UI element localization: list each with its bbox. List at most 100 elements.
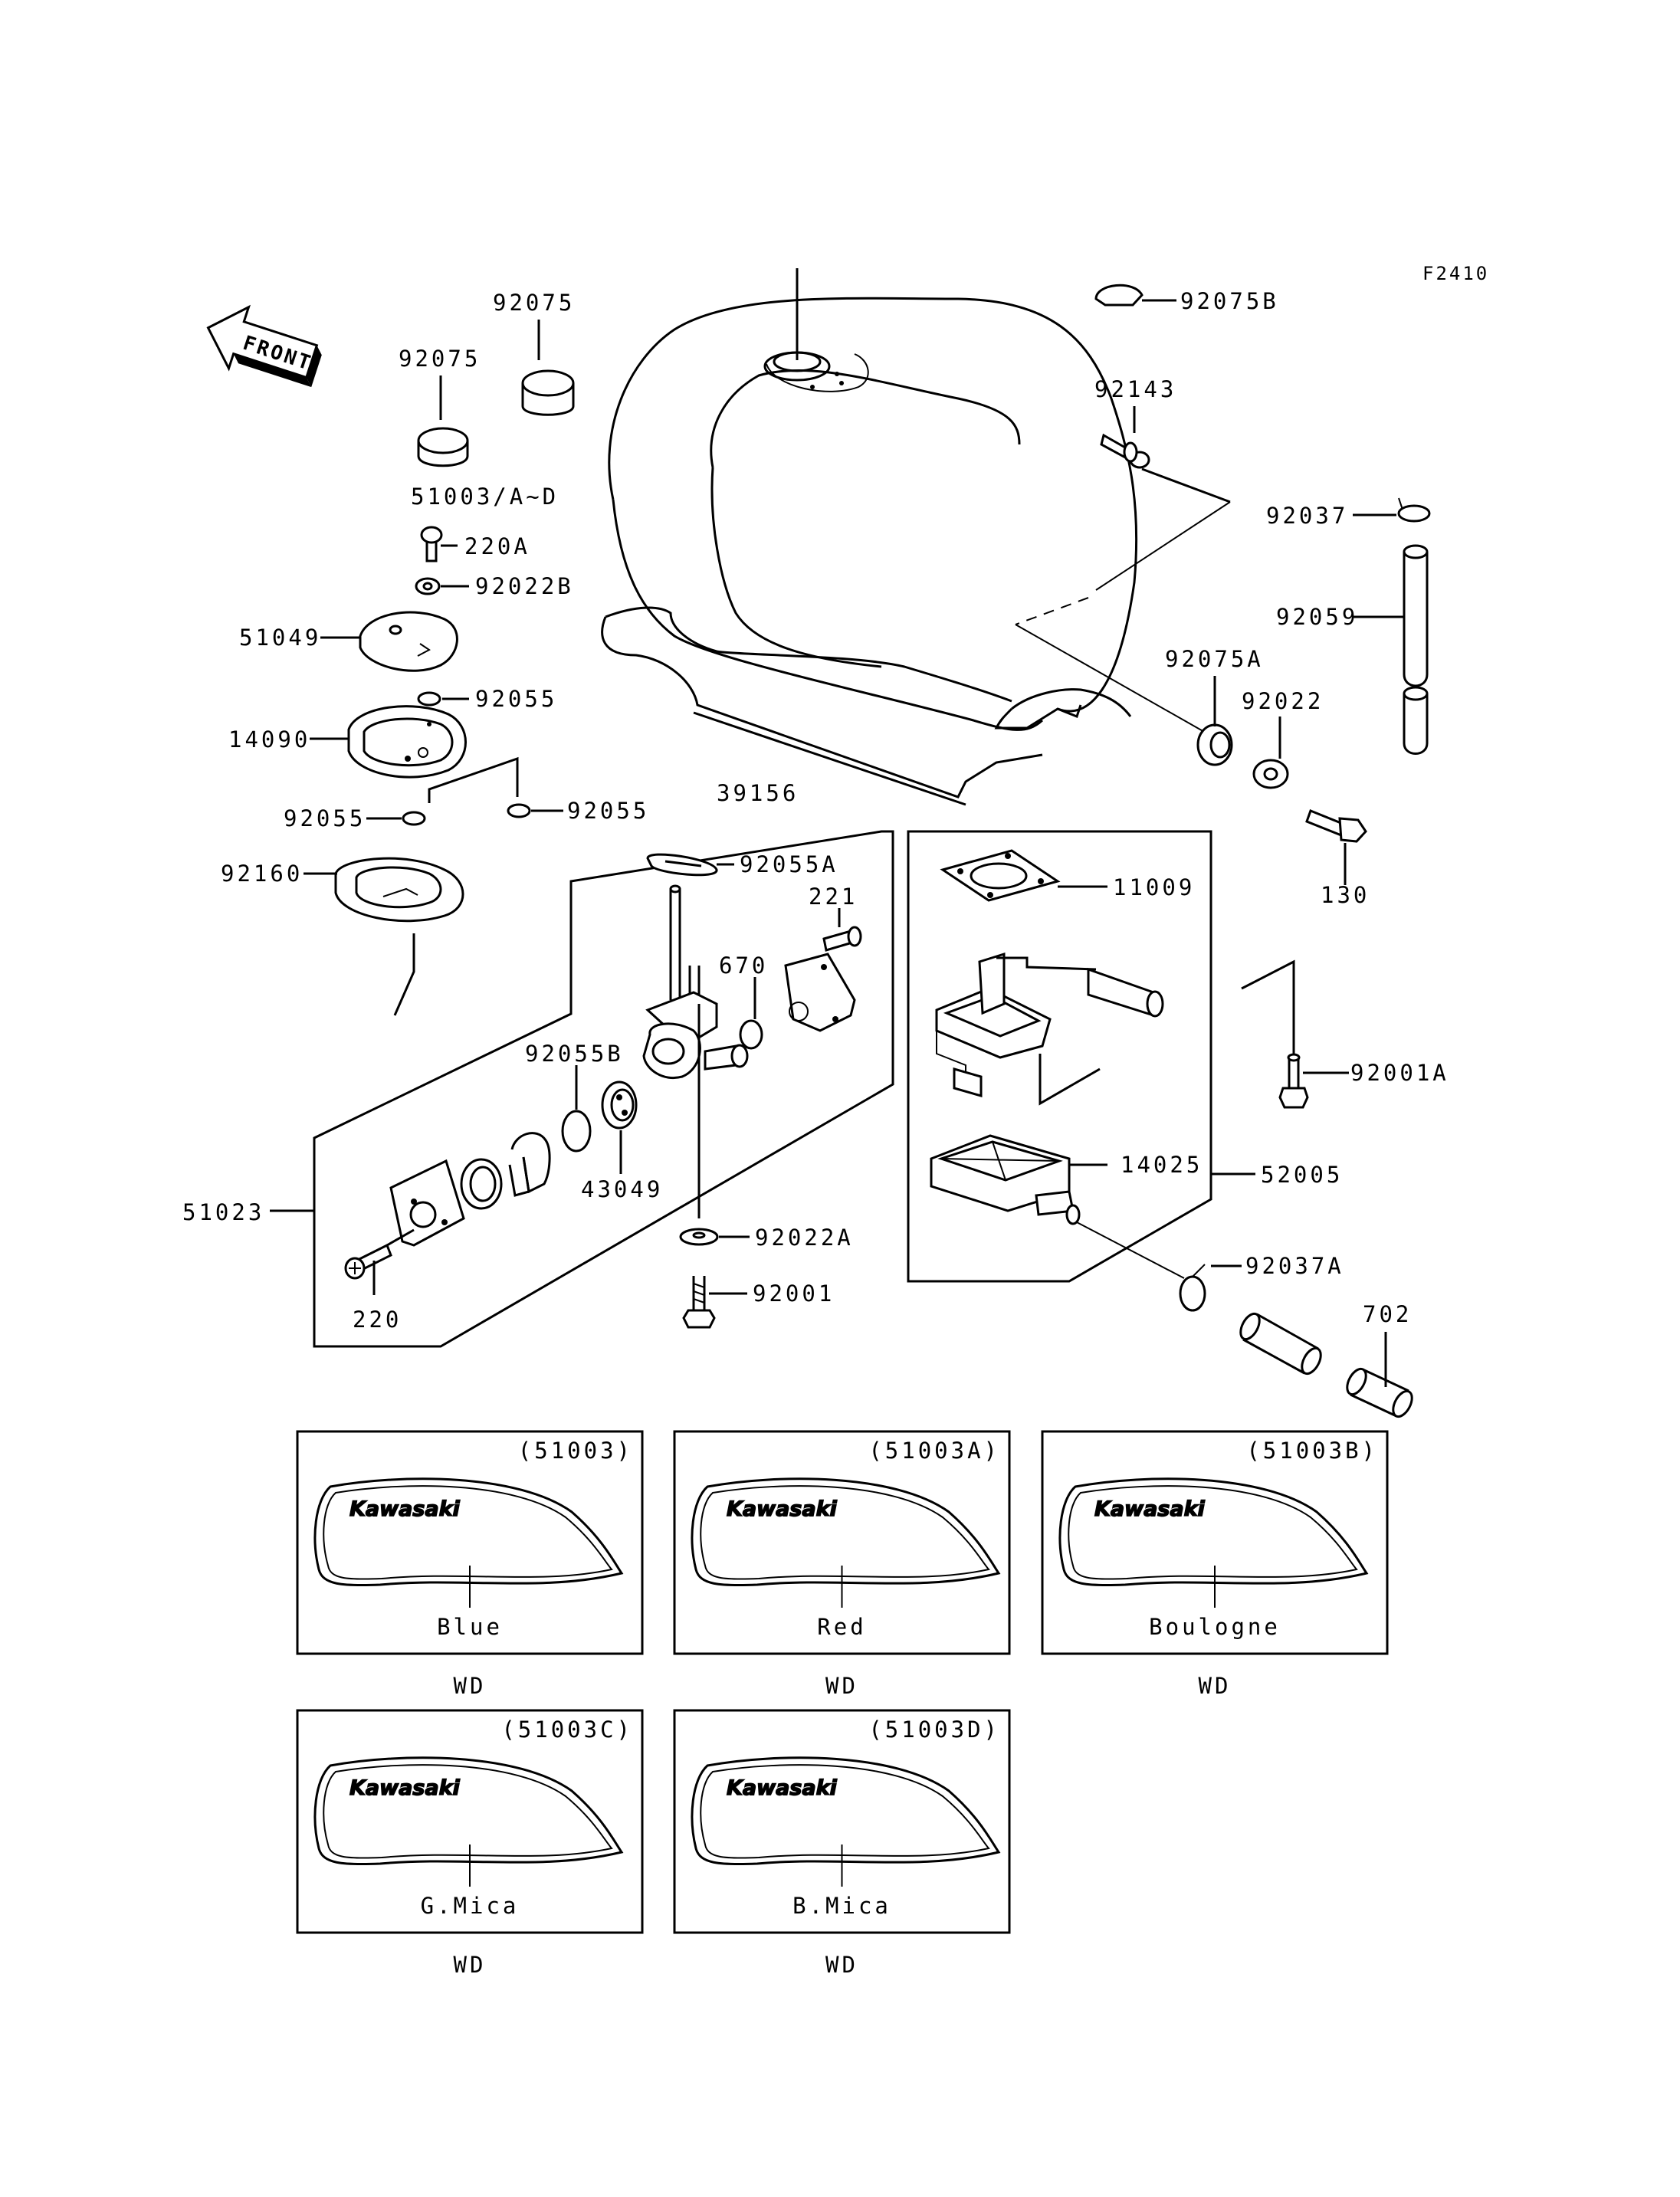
callout-92075: 92075	[493, 290, 575, 316]
variant-code: (51003)	[518, 1438, 633, 1464]
variant-market: WD	[1199, 1673, 1232, 1699]
front-arrow-icon: FRONT	[206, 304, 322, 388]
callout-92055A: 92055A	[740, 851, 838, 877]
o-ring-92055B	[561, 1110, 592, 1153]
callout-220A: 220A	[464, 533, 530, 559]
variant-code: (51003D)	[868, 1717, 1000, 1743]
fuel-tank	[608, 297, 1138, 731]
callout-221: 221	[809, 884, 858, 910]
figure-code: F2410	[1422, 263, 1489, 284]
callout-92059: 92059	[1276, 604, 1358, 630]
callout-92037: 92037	[1266, 503, 1348, 529]
callout-labels: 92075 92075 92075B 92143 51003/A~D 92037…	[182, 288, 1449, 1333]
gasket-43049	[601, 1080, 638, 1130]
screw-220	[344, 1243, 392, 1280]
hose-piece	[1239, 1312, 1322, 1376]
callout-51049: 51049	[239, 625, 321, 651]
grommet-92075A	[1196, 723, 1233, 766]
gasket-11009	[940, 849, 1061, 902]
seal-ring	[460, 1158, 503, 1210]
clip-92037	[1397, 497, 1431, 523]
kawasaki-logo: Kawasaki	[1094, 1497, 1206, 1521]
variant-color: B.Mica	[792, 1893, 891, 1919]
fuel-cock-body	[642, 884, 749, 1079]
callout-92075A: 92075A	[1165, 646, 1264, 672]
o-ring-670	[739, 1019, 763, 1050]
gasket-92055-a	[417, 691, 441, 707]
callout-39156: 39156	[717, 780, 799, 806]
bolt-92001A	[1278, 1053, 1309, 1109]
cap-92075B	[1094, 284, 1144, 307]
fuel-pump	[935, 952, 1164, 1097]
damper-92075-b	[417, 427, 469, 467]
tank-outline	[691, 1477, 1001, 1587]
variant-color: Boulogne	[1149, 1614, 1281, 1640]
filter-14025	[930, 1134, 1081, 1225]
washer-92022	[1252, 759, 1289, 789]
gasket-92055-c	[507, 803, 531, 818]
callout-92055: 92055	[284, 805, 366, 831]
clip-92037A	[1179, 1264, 1206, 1312]
bolt-130	[1305, 809, 1367, 843]
callout-92001A: 92001A	[1350, 1060, 1449, 1086]
callout-670: 670	[719, 953, 768, 979]
gasket-92055-b	[402, 811, 426, 826]
kawasaki-logo: Kawasaki	[727, 1497, 838, 1521]
variant-color: Red	[817, 1614, 866, 1640]
screw-221	[822, 926, 862, 952]
washer-92022B	[415, 577, 441, 595]
callout-92075: 92075	[399, 346, 481, 372]
variant-market: WD	[825, 1673, 858, 1699]
collar-92143	[1100, 433, 1150, 469]
cap-base-14090	[347, 705, 467, 779]
callout-702: 702	[1363, 1301, 1412, 1327]
fuel-cock-frame	[313, 830, 894, 1348]
knee-pad-39156	[601, 606, 1043, 806]
variant-code: (51003C)	[501, 1717, 633, 1743]
bolt-92001	[682, 1276, 716, 1329]
variant-market: WD	[454, 1673, 487, 1699]
callout-92037A: 92037A	[1245, 1253, 1344, 1279]
callout-92022A: 92022A	[755, 1225, 854, 1251]
callout-51023: 51023	[182, 1199, 264, 1225]
callout-92055: 92055	[567, 798, 649, 824]
variant-market: WD	[454, 1952, 487, 1978]
gasket-92055A	[646, 853, 718, 877]
callout-92143: 92143	[1094, 376, 1176, 402]
tank-outline	[313, 1477, 624, 1587]
hose-702	[1346, 1367, 1413, 1418]
callout-92055: 92055	[475, 686, 557, 712]
variant-market: WD	[825, 1952, 858, 1978]
kawasaki-logo: Kawasaki	[349, 1497, 461, 1521]
callout-92001: 92001	[753, 1280, 835, 1307]
variant-color: Blue	[437, 1614, 503, 1640]
callout-92160: 92160	[221, 861, 303, 887]
color-variants: (51003)KawasakiBlueWD(51003A)KawasakiRed…	[296, 1430, 1389, 1978]
tank-outline	[691, 1756, 1001, 1866]
callout-130: 130	[1321, 882, 1370, 908]
callout-14025: 14025	[1121, 1152, 1203, 1178]
fuel-cock-cover	[784, 953, 856, 1032]
tank-outline	[1058, 1477, 1369, 1587]
tank-outline	[313, 1756, 624, 1866]
callout-52005: 52005	[1261, 1162, 1343, 1188]
callout-92055B: 92055B	[525, 1041, 624, 1067]
callout-92022B: 92022B	[475, 573, 574, 599]
callout-51003: 51003/A~D	[411, 484, 559, 510]
kawasaki-logo: Kawasaki	[349, 1776, 461, 1800]
screw-220A	[420, 526, 443, 562]
fuel-pump-frame	[907, 830, 1212, 1283]
callout-43049: 43049	[581, 1176, 663, 1202]
callout-14090: 14090	[228, 726, 310, 753]
variant-code: (51003B)	[1246, 1438, 1378, 1464]
damper-92075-a	[521, 369, 575, 416]
fuel-cock-plate	[389, 1159, 465, 1247]
callout-92022: 92022	[1242, 688, 1324, 714]
cap-cover-51049	[359, 611, 458, 672]
gasket-92160	[334, 857, 464, 923]
